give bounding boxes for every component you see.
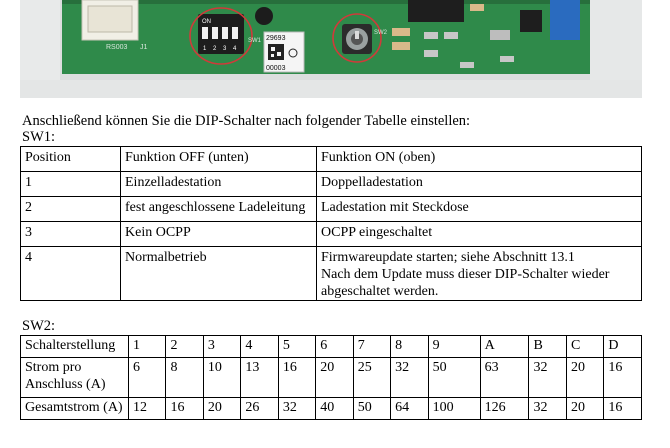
sw1-cell: 4: [20, 246, 121, 301]
sw2-cell: 5: [277, 335, 317, 358]
sw2-cell: 50: [427, 357, 481, 398]
sw1-header-cell: Funktion ON (oben): [316, 146, 642, 172]
sw1-highlight-circle: [189, 7, 253, 65]
j1-label: J1: [140, 44, 148, 51]
sw2-cell: 1: [127, 335, 167, 358]
sw2-cell: 8: [165, 357, 204, 398]
sw1-digit: 4: [233, 46, 237, 52]
pcb-photo: RS003 J1 ON 1 2 3 4 SW1 29693 00003 SW2: [20, 0, 642, 98]
sw2-cell: 16: [165, 397, 204, 420]
sw2-cell: 13: [240, 357, 279, 398]
sw2-cell: 63: [479, 357, 530, 398]
sw1-cell: Ladestation mit Steckdose: [316, 196, 642, 222]
sw1-cell: fest angeschlossene Ladeleitung: [120, 196, 317, 222]
sw1-cell: 2: [20, 196, 121, 222]
sw2-pcb-label: SW2: [374, 30, 388, 36]
sw2-cell: 64: [390, 397, 429, 420]
sw1-cell: Firmwareupdate starten; siehe Abschnitt …: [316, 246, 642, 301]
sw2-cell: 7: [352, 335, 392, 358]
serial-bottom: 00003: [266, 65, 286, 72]
sw1-pcb-label: SW1: [248, 38, 262, 44]
sw1-cell: OCPP eingeschaltet: [316, 221, 642, 247]
sw2-cell: 100: [427, 397, 481, 420]
sw2-cell: 32: [528, 357, 567, 398]
sw2-cell: D: [603, 335, 642, 358]
sw2-heading: SW2:: [22, 318, 56, 334]
sw2-cell: 6: [315, 335, 354, 358]
sw1-digit: 1: [203, 46, 207, 52]
sw2-cell: 4: [240, 335, 279, 358]
sw1-cell: Doppelladestation: [316, 171, 642, 197]
intro-text: Anschließend können Sie die DIP-Schalter…: [22, 113, 471, 129]
sw1-cell: Einzelladestation: [120, 171, 317, 197]
sw2-row-header: Schalterstellung: [20, 335, 129, 358]
sw1-header-cell: Funktion OFF (unten): [120, 146, 317, 172]
sw2-cell: 126: [479, 397, 530, 420]
sw2-row-header: Gesamtstrom (A): [20, 397, 129, 420]
sw2-cell: C: [565, 335, 605, 358]
sw2-cell: 16: [603, 357, 642, 398]
sw1-cell: Normalbetrieb: [120, 246, 317, 301]
connector-label: RS003: [106, 44, 128, 51]
sw1-cell: 1: [20, 171, 121, 197]
sw2-cell: B: [528, 335, 567, 358]
sw1-cell: Kein OCPP: [120, 221, 317, 247]
sw1-on-label: ON: [202, 19, 211, 25]
sw1-digit: 2: [213, 46, 217, 52]
sw2-cell: 32: [390, 357, 429, 398]
sw2-cell: A: [479, 335, 530, 358]
sw2-cell: 12: [127, 397, 167, 420]
sw2-cell: 32: [277, 397, 317, 420]
sw1-cell: 3: [20, 221, 121, 247]
sw2-cell: 2: [165, 335, 204, 358]
sw1-digit: 3: [223, 46, 227, 52]
sw2-cell: 16: [277, 357, 317, 398]
sw2-cell: 20: [565, 397, 605, 420]
sw1-header-cell: Position: [20, 146, 121, 172]
sw2-cell: 6: [127, 357, 167, 398]
sw2-cell: 9: [427, 335, 481, 358]
sw2-cell: 40: [315, 397, 354, 420]
sw2-cell: 32: [528, 397, 567, 420]
sw2-cell: 16: [603, 397, 642, 420]
serial-top: 29693: [266, 35, 286, 42]
sw1-heading: SW1:: [22, 129, 56, 145]
sw2-cell: 3: [202, 335, 242, 358]
sw2-cell: 20: [565, 357, 605, 398]
sw2-row-header: Strom pro Anschluss (A): [20, 357, 129, 398]
sw2-cell: 20: [202, 397, 242, 420]
sw2-cell: 20: [315, 357, 354, 398]
sw2-cell: 10: [202, 357, 242, 398]
sw2-highlight-circle: [332, 13, 382, 63]
sw2-cell: 8: [390, 335, 429, 358]
sw2-cell: 50: [352, 397, 392, 420]
sw2-cell: 25: [352, 357, 392, 398]
sw2-cell: 26: [240, 397, 279, 420]
